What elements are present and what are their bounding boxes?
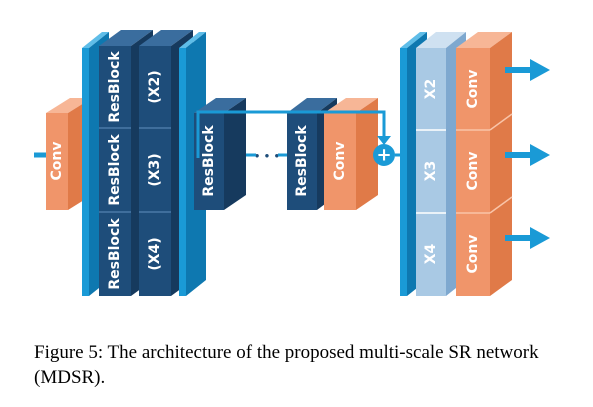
end-resblock-label: ResBlock [294, 125, 310, 197]
mid-resblock-label: ResBlock [201, 125, 217, 197]
output-arrow-x3 [505, 144, 550, 166]
end-conv-block: Conv [324, 98, 378, 210]
upsample-label-x4: X4 [423, 243, 439, 264]
output-conv-label-2: Conv [465, 152, 481, 191]
scale-label-x3: (X3) [147, 153, 163, 186]
output-conv-column: Conv Conv Conv [456, 32, 513, 296]
upsample-label-x3: X3 [423, 161, 439, 182]
scale-label-x4: (X4) [147, 237, 163, 270]
add-node: + [373, 144, 395, 166]
mdsr-architecture-diagram: Conv ResBlock ResBlock ResBlock (X2) (X3… [34, 30, 550, 296]
output-arrow-x2 [505, 59, 550, 81]
resblock-label-1: ResBlock [107, 51, 123, 123]
end-conv-label: Conv [332, 142, 348, 181]
output-conv-label-3: Conv [465, 235, 481, 274]
upsample-label-x2: X2 [423, 79, 439, 100]
mid-resblock: ResBlock [194, 98, 246, 210]
ellipsis: • • • [254, 152, 280, 163]
figure-caption: Figure 5: The architecture of the propos… [34, 342, 539, 388]
resblock-label-2: ResBlock [107, 134, 123, 206]
output-conv-label-1: Conv [465, 70, 481, 109]
add-symbol: + [376, 145, 391, 166]
scale-label-x2: (X2) [147, 70, 163, 103]
input-conv-block: Conv [46, 98, 92, 210]
input-conv-label: Conv [49, 142, 65, 181]
resblock-label-3: ResBlock [107, 218, 123, 290]
skip-connection [196, 110, 391, 158]
output-arrow-x4 [505, 227, 550, 249]
